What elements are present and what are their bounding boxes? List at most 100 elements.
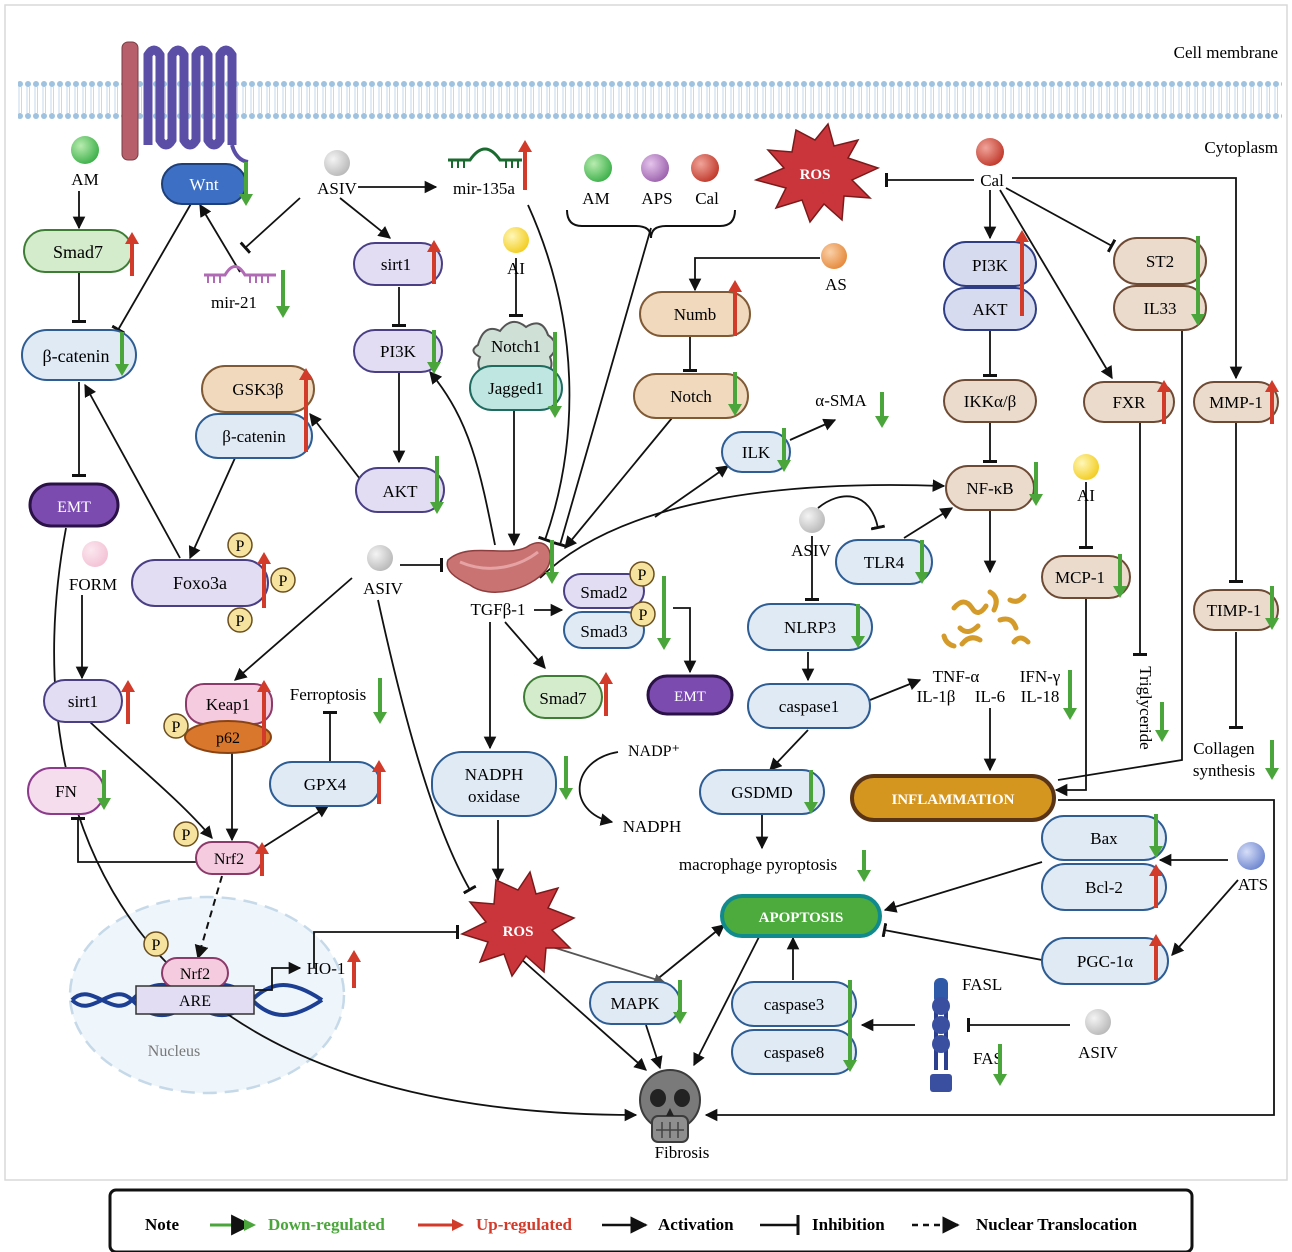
node-caspase1: caspase1 xyxy=(747,683,871,729)
node-caspase8: caspase8 xyxy=(731,1029,857,1075)
regulation-fxr-up xyxy=(1157,380,1171,424)
svg-text:mir-135a: mir-135a xyxy=(453,179,515,198)
node-bcl2: Bcl-2 xyxy=(1041,863,1167,911)
svg-text:AM: AM xyxy=(71,170,98,189)
node-nfkb: NF-κB xyxy=(945,465,1035,511)
svg-text:sirt1: sirt1 xyxy=(68,692,98,711)
svg-text:ASIV: ASIV xyxy=(1078,1043,1118,1062)
svg-text:P: P xyxy=(639,607,648,624)
node-wnt: Wnt xyxy=(161,163,247,205)
svg-text:Cal: Cal xyxy=(695,189,719,208)
phosphate-smad3-p: P xyxy=(630,601,656,627)
node-sirt1-top: sirt1 xyxy=(353,242,443,286)
node-fxr: FXR xyxy=(1083,381,1175,423)
compound-am-left: AM xyxy=(71,136,99,189)
regulation-mmp1-up xyxy=(1265,380,1279,424)
node-pi3k-right: PI3K xyxy=(943,241,1037,287)
ho1-label: HO-1 xyxy=(307,959,346,978)
nadph-label: NADPH xyxy=(623,817,682,836)
svg-text:PGC-1α: PGC-1α xyxy=(1077,952,1133,971)
regulation-ferroptosis-down xyxy=(373,678,387,724)
phosphate-nrf2-p: P xyxy=(173,821,199,847)
regulation-notch1-jagged1-down xyxy=(548,332,562,418)
svg-text:ST2: ST2 xyxy=(1146,252,1174,271)
node-pi3k-mid: PI3K xyxy=(353,329,443,373)
compound-ai-center: AI xyxy=(503,227,529,278)
cytoplasm-label: Cytoplasm xyxy=(1204,138,1278,157)
fibrosis-label: Fibrosis xyxy=(655,1143,710,1162)
svg-text:GPX4: GPX4 xyxy=(304,775,347,794)
regulation-caspase3-caspase8-down xyxy=(843,980,857,1072)
regulation-mcp1-down xyxy=(1113,554,1127,598)
node-nadph-oxidase: NADPH oxidase xyxy=(431,751,557,817)
regulation-alpha-sma-down xyxy=(875,392,889,428)
regulation-ilk-down xyxy=(777,428,791,472)
regulation-numb-up xyxy=(728,280,742,336)
compound-aps: APS xyxy=(641,154,673,208)
node-mir21: mir-21 xyxy=(204,265,276,312)
node-nlrp3: NLRP3 xyxy=(747,603,873,651)
compound-ats: ATS xyxy=(1237,842,1268,894)
compound-am-top: AM xyxy=(582,154,612,208)
regulation-sirt1-left-up xyxy=(121,680,135,724)
svg-text:caspase3: caspase3 xyxy=(764,995,824,1014)
svg-text:Jagged1: Jagged1 xyxy=(488,379,544,398)
node-mmp1: MMP-1 xyxy=(1193,381,1279,423)
regulation-keap1-up xyxy=(257,680,271,746)
node-emt-left: EMT xyxy=(28,482,120,528)
node-smad3: Smad3 xyxy=(563,611,645,649)
svg-text:NLRP3: NLRP3 xyxy=(784,618,836,637)
node-nrf2: Nrf2 xyxy=(195,841,263,875)
node-pgc1a: PGC-1α xyxy=(1041,937,1169,985)
translocation-edge xyxy=(194,875,223,960)
node-gsk3b: GSK3β xyxy=(201,365,315,413)
regulation-smad2-smad3-down xyxy=(657,576,671,650)
regulation-foxo3a-up xyxy=(257,552,271,608)
regulation-gsdmd-down xyxy=(804,770,818,814)
svg-text:APS: APS xyxy=(641,189,672,208)
node-smad7-left: Smad7 xyxy=(23,229,133,273)
svg-text:oxidase: oxidase xyxy=(468,787,520,806)
svg-text:AI: AI xyxy=(1077,486,1095,505)
coreceptor xyxy=(121,41,139,161)
regulation-notch-down xyxy=(728,372,742,416)
compound-form: FORM xyxy=(69,541,117,594)
node-akt-mid: AKT xyxy=(355,467,445,513)
svg-text:TIMP-1: TIMP-1 xyxy=(1207,601,1262,620)
svg-text:ASIV: ASIV xyxy=(317,179,357,198)
node-emt-center: EMT xyxy=(646,674,734,716)
ferroptosis-label: Ferroptosis xyxy=(290,685,367,704)
regulation-arrows xyxy=(97,140,1279,1086)
regulation-pi3k-akt-right-up xyxy=(1015,230,1029,316)
node-ilk: ILK xyxy=(721,431,791,473)
fibrosis-skull-icon xyxy=(639,1069,701,1143)
regulation-pi3k-mid-down xyxy=(427,330,441,374)
svg-text:MMP-1: MMP-1 xyxy=(1209,393,1263,412)
node-fn: FN xyxy=(27,767,105,815)
svg-text:Notch1: Notch1 xyxy=(491,337,541,356)
node-bax: Bax xyxy=(1041,815,1167,861)
collagen-label-1: Collagen xyxy=(1193,739,1255,758)
phosphate-nrf2-nucleus-p: P xyxy=(143,931,169,957)
collagen-label-2: synthesis xyxy=(1193,761,1255,780)
frizzled-receptor xyxy=(143,45,249,164)
svg-text:EMT: EMT xyxy=(57,499,91,516)
node-gpx4: GPX4 xyxy=(269,761,381,807)
svg-text:IKKα/β: IKKα/β xyxy=(964,392,1017,411)
node-p62: p62 xyxy=(184,720,272,754)
node-tgfb1: TGFβ-1 xyxy=(446,542,551,619)
svg-text:P: P xyxy=(182,827,191,844)
legend-note: Note xyxy=(145,1215,179,1234)
regulation-bax-down xyxy=(1149,814,1163,858)
ifn-label: IFN-γ xyxy=(1020,667,1061,686)
node-tlr4: TLR4 xyxy=(835,539,933,585)
node-caspase3: caspase3 xyxy=(731,981,857,1027)
node-timp1: TIMP-1 xyxy=(1193,589,1279,631)
regulation-bcl2-up xyxy=(1149,864,1163,908)
compound-asiv-bottom: ASIV xyxy=(1078,1009,1119,1062)
svg-text:caspase1: caspase1 xyxy=(779,697,839,716)
phosphate-foxo3a-p2: P xyxy=(270,567,296,593)
node-foxo3a: Foxo3a xyxy=(131,559,269,607)
regulation-fas-down xyxy=(993,1044,1007,1086)
svg-text:PI3K: PI3K xyxy=(972,256,1009,275)
